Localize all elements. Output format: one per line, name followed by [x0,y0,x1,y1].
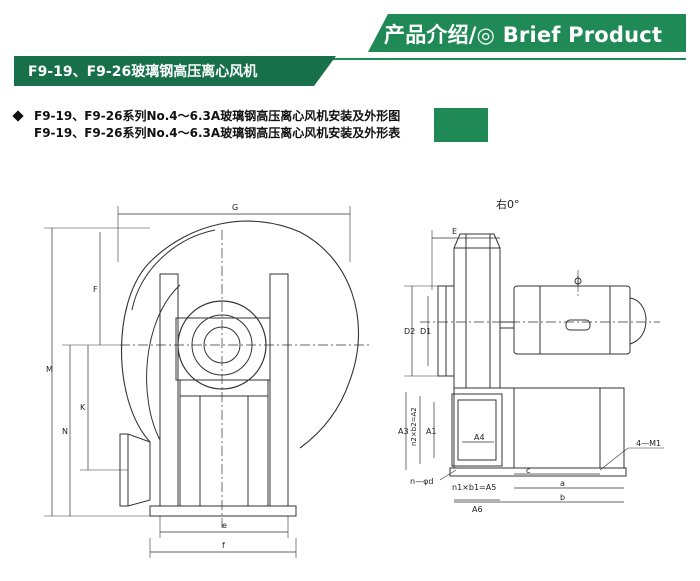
note-installation-table: F9-19、F9-26系列No.4～6.3A玻璃钢高压离心风机安装及外形表 [34,126,401,140]
dim-label-E: E [452,227,457,236]
product-name-banner-shape [14,56,336,86]
dim-label-A4: A4 [474,433,485,442]
dim-label-c: c [526,466,530,475]
product-name: F9-19、F9-26玻璃钢高压离心风机 [28,64,258,80]
dim-label-f: f [222,541,225,550]
note-installation-drawing: F9-19、F9-26系列No.4～6.3A玻璃钢高压离心风机安装及外形图 [34,109,401,123]
dim-label-F: F [93,285,98,294]
dim-label-M: M [46,365,53,374]
dim-label-D1: D1 [420,327,431,336]
header-banner-shape [368,14,686,52]
header-rule [14,58,686,60]
dim-label-G: G [232,203,238,212]
dim-label-D2: D2 [404,327,415,336]
page-title: 产品介绍/◎ Brief Product [384,23,663,47]
dim-label-A6: A6 [472,505,483,514]
dim-label-K: K [80,403,86,412]
header-banner: 产品介绍/◎ Brief Product [368,14,686,52]
dim-label-n2xb2: n2×b2=A2 [410,407,418,446]
dim-label-A1: A1 [426,427,437,436]
product-name-banner: F9-19、F9-26玻璃钢高压离心风机 [14,56,336,86]
dim-label-4-M1: 4—M1 [636,439,661,448]
dim-label-N: N [62,427,68,436]
dim-label-a: a [560,479,565,488]
dim-label-e: e [222,521,227,530]
dim-label-A3: A3 [398,427,409,436]
side-view [404,230,664,503]
dim-label-n-phi-d: n—φd [410,477,433,486]
dim-label-b: b [560,493,565,502]
dim-label-n1xb1: n1×b1=A5 [452,483,496,492]
front-view [44,206,370,558]
notes-accent-bar [434,108,488,142]
rotation-direction-label: 右0° [496,197,520,211]
